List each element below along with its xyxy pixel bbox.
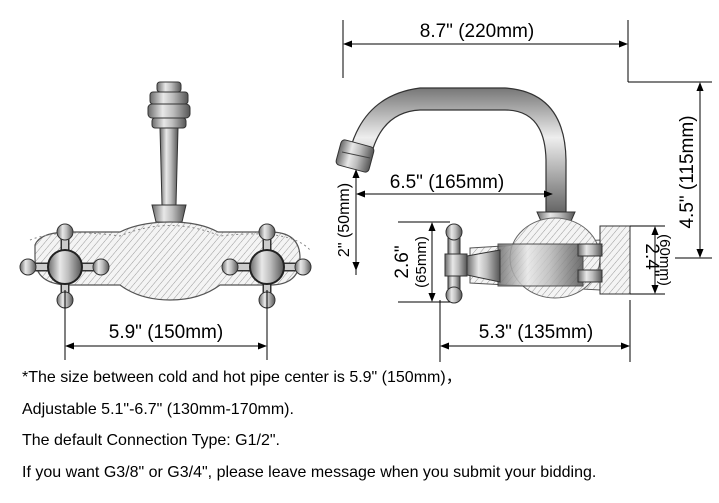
spout-height-dimension: 4.5" (115mm) [628,81,712,259]
depth-dimension: 5.3" (135mm) [439,300,631,362]
note-other-connections: If you want G3/8" or G3/4", please leave… [22,463,597,481]
front-view [19,81,312,309]
body-height-mm-label: (65mm) [413,236,430,288]
flange-height-dimension: 2.4" (60mm) [630,225,673,295]
side-view [335,87,631,304]
spout-reach-label: 6.5" (165mm) [390,172,504,193]
side-handle [444,223,501,304]
side-spout [349,87,567,213]
note-pipe-center: *The size between cold and hot pipe cent… [22,369,462,386]
notes-block: *The size between cold and hot pipe cent… [22,368,712,494]
width-total-label: 8.7" (220mm) [420,21,534,42]
flange-height-label: 2.4" [641,243,662,276]
side-spout-tip [335,139,375,173]
spout-height-label: 4.5" (115mm) [677,115,698,228]
wall-flange [599,225,631,295]
flange-height-mm-label: (60mm) [656,234,673,286]
center-distance-label: 5.9" (150mm) [109,322,223,343]
note-connection-type: The default Connection Type: G1/2". [22,432,280,449]
front-spout [147,81,191,223]
center-distance-dimension: 5.9" (150mm) [64,290,268,360]
spout-rise-label: 2" (50mm) [336,183,353,257]
hot-handle [221,223,312,309]
body-height-label: 2.6" [392,245,413,278]
front-body [34,221,301,301]
depth-label: 5.3" (135mm) [479,322,593,343]
body-height-dimension: 2.6" (65mm) [392,221,450,303]
width-total-dimension: 8.7" (220mm) [342,20,629,82]
note-adjustable: Adjustable 5.1"-6.7" (130mm-170mm). [22,400,294,418]
spout-rise-dimension: 2" (50mm) [336,169,360,271]
cold-handle [19,223,110,309]
